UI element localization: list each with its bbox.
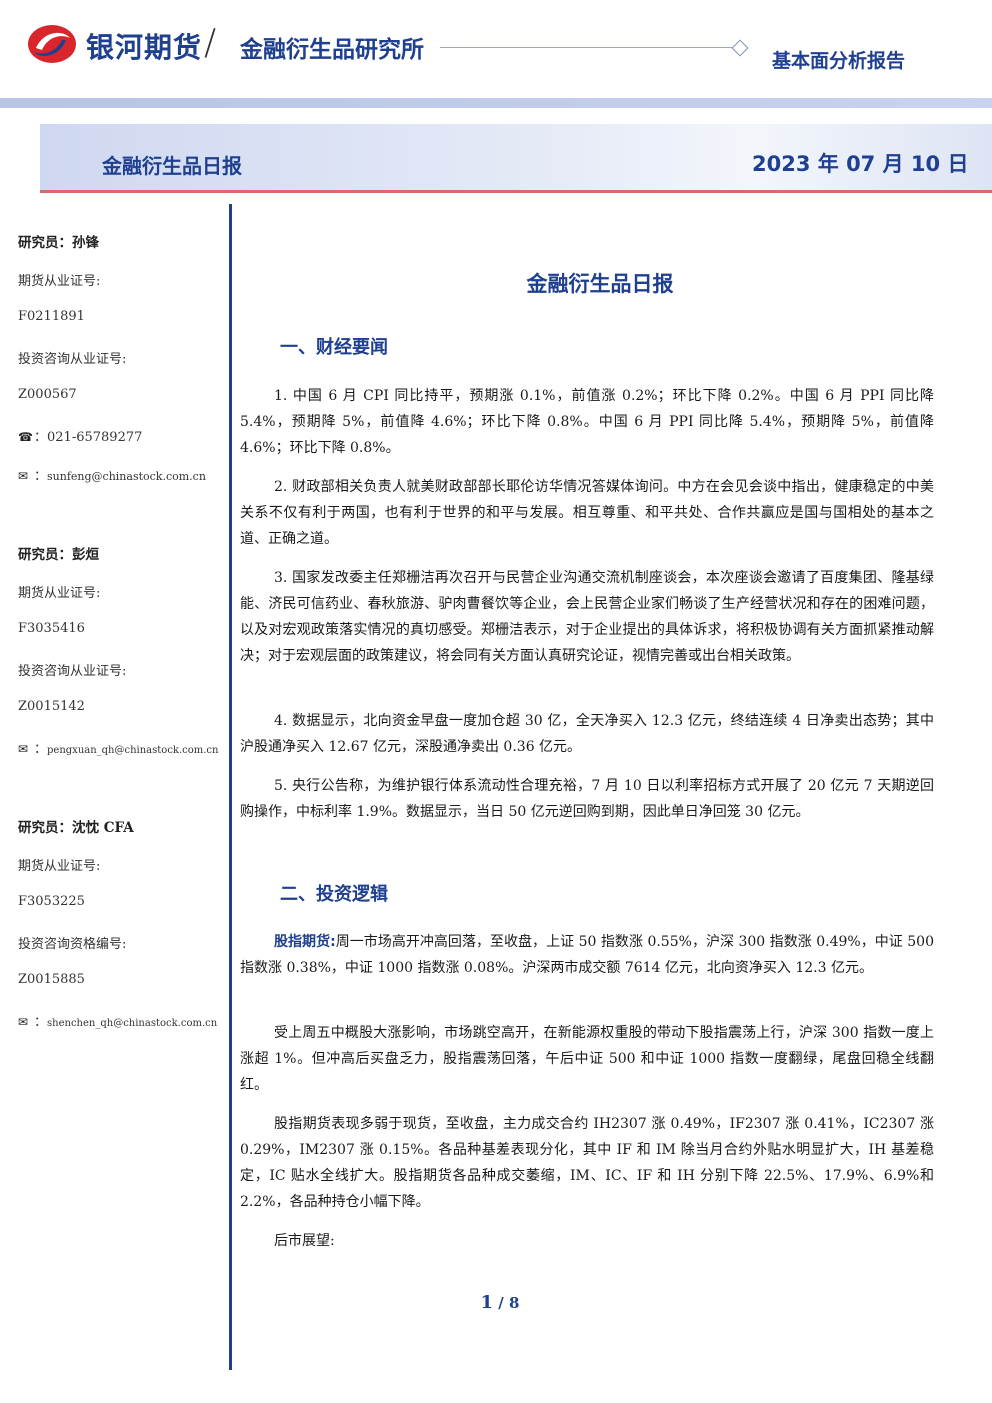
email-line: ✉：sunfeng@chinastock.com.cn — [18, 469, 206, 484]
section-heading-news: 一、财经要闻 — [280, 337, 388, 358]
consult-number: Z000567 — [18, 387, 77, 402]
email-link[interactable]: sunfeng@chinastock.com.cn — [47, 470, 206, 483]
license-number: F3035416 — [18, 621, 85, 636]
news-item: 3. 国家发改委主任郑栅洁再次召开与民营企业沟通交流机制座谈会，本次座谈会邀请了… — [240, 570, 934, 664]
logic-paragraph: 股指期货表现多弱于现货，至收盘，主力成交合约 IH2307 涨 0.49%，IF… — [240, 1116, 934, 1210]
license-label: 期货从业证号: — [18, 586, 101, 601]
license-label: 期货从业证号: — [18, 859, 101, 874]
news-item: 4. 数据显示，北向资金早盘一度加仓超 30 亿，全天净买入 12.3 亿元，终… — [240, 713, 934, 755]
header-rule — [440, 47, 734, 48]
title-bar — [40, 124, 992, 192]
report-title: 金融衍生品日报 — [526, 272, 674, 296]
researcher-name: 研究员：孙锋 — [18, 235, 99, 251]
institute-name: 金融衍生品研究所 — [240, 37, 424, 63]
researcher-name: 研究员：沈忱 CFA — [18, 820, 134, 836]
consult-label: 投资咨询从业证号: — [18, 352, 127, 367]
news-item: 2. 财政部相关负责人就美财政部部长耶伦访华情况答媒体询问。中方在会见会谈中指出… — [240, 479, 934, 547]
phone-icon: ☎ — [18, 430, 33, 444]
phone-line: ☎：021-65789277 — [18, 430, 143, 445]
news-item: 5. 央行公告称，为维护银行体系流动性合理充裕，7 月 10 日以利率招标方式开… — [240, 778, 934, 820]
logic-paragraph: 股指期货:周一市场高开冲高回落，至收盘，上证 50 指数涨 0.55%，沪深 3… — [240, 934, 934, 976]
consult-label: 投资咨询资格编号: — [18, 937, 127, 952]
logic-paragraph: 后市展望: — [274, 1233, 335, 1249]
consult-label: 投资咨询从业证号: — [18, 664, 127, 679]
diamond-icon — [731, 39, 749, 57]
email-line: ✉：shenchen_qh@chinastock.com.cn — [18, 1015, 218, 1030]
consult-number: Z0015885 — [18, 972, 85, 987]
logic-paragraph: 受上周五中概股大涨影响，市场跳空高开，在新能源权重股的带动下股指震荡上行，沪深 … — [240, 1025, 934, 1093]
license-label: 期货从业证号: — [18, 274, 101, 289]
envelope-icon: ✉ — [18, 1015, 29, 1029]
band-title: 金融衍生品日报 — [102, 154, 242, 178]
email-line: ✉：pengxuan_qh@chinastock.com.cn — [18, 742, 219, 757]
report-date: 2023 年 07 月 10 日 — [752, 152, 969, 176]
email-link[interactable]: pengxuan_qh@chinastock.com.cn — [47, 745, 219, 756]
header-band — [0, 98, 992, 108]
news-item: 1. 中国 6 月 CPI 同比持平，预期涨 0.1%，前值涨 0.2%；环比下… — [240, 388, 934, 456]
galaxy-logo-icon — [28, 25, 76, 63]
header-divider: / — [204, 22, 217, 63]
section-heading-logic: 二、投资逻辑 — [280, 884, 388, 905]
license-number: F0211891 — [18, 309, 85, 324]
page-number: 1 / 8 — [480, 1292, 520, 1313]
license-number: F3053225 — [18, 894, 85, 909]
researcher-name: 研究员：彭烜 — [18, 547, 99, 563]
email-link[interactable]: shenchen_qh@chinastock.com.cn — [47, 1018, 218, 1029]
envelope-icon: ✉ — [18, 469, 29, 483]
phone-number: 021-65789277 — [47, 430, 143, 445]
envelope-icon: ✉ — [18, 742, 29, 756]
report-type: 基本面分析报告 — [772, 50, 906, 72]
brand-name: 银河期货 — [86, 31, 203, 64]
title-bar-accent — [40, 190, 992, 193]
column-divider — [229, 204, 232, 1370]
logic-label: 股指期货: — [274, 934, 336, 950]
consult-number: Z0015142 — [18, 699, 85, 714]
